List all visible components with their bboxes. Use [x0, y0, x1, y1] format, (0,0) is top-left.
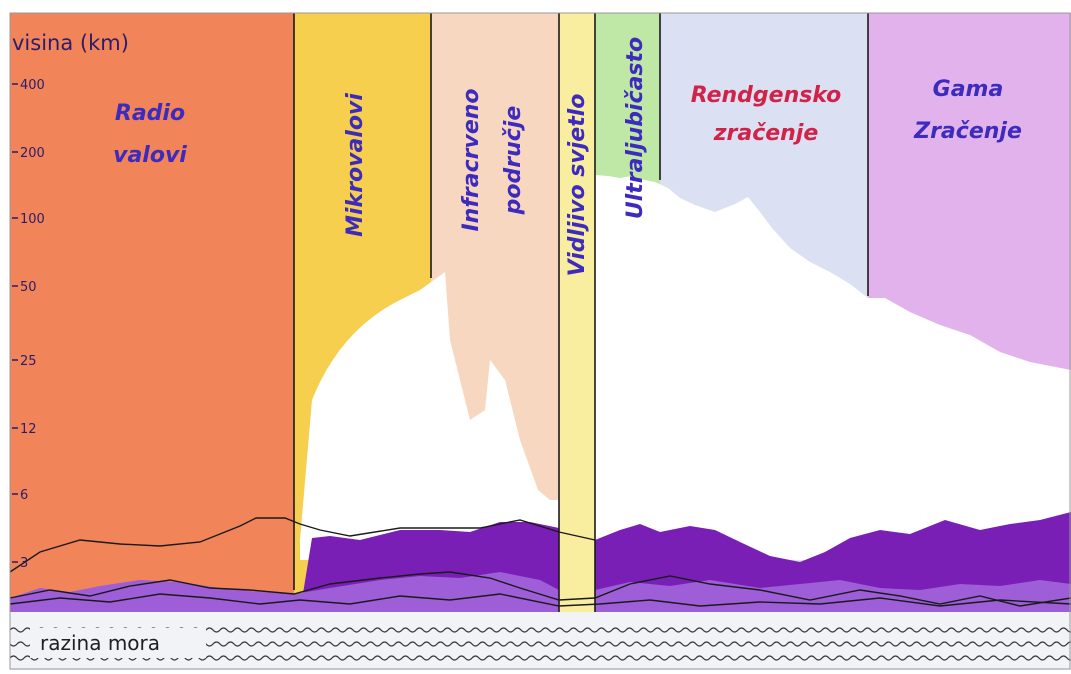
band-label-microwave: Mikrovalovi [343, 93, 368, 237]
contour-line-lower [9, 593, 1071, 607]
ground-layer-light [10, 572, 559, 612]
band-label-infrared: područje [501, 106, 526, 216]
band-label-infrared: Infracrveno [459, 88, 484, 231]
axis-tick-label: 25 [20, 354, 37, 369]
band-dividers [293, 13, 869, 630]
band-label-ultraviolet: Ultraljubičasto [623, 37, 648, 219]
axis-tick-label: 200 [20, 146, 45, 161]
contour-lines [9, 517, 1071, 607]
axis-tick-label: 400 [20, 78, 45, 93]
band-label-visible: Vidljivo svjetlo [565, 94, 590, 277]
contour-line-upper [9, 517, 596, 573]
sea-level-label: razina mora [40, 631, 160, 655]
band-label-gamma: Gama [933, 77, 1004, 102]
diagram-border [9, 12, 1071, 670]
band-visible [559, 13, 595, 633]
atmosphere-window [300, 272, 559, 560]
band-label-radio: valovi [113, 143, 187, 168]
band-radio [10, 13, 294, 613]
axis-ticks: 400 200 100 50 25 12 6 3 [12, 78, 45, 571]
band-label-radio: Radio [115, 101, 185, 126]
axis-tick-label: 3 [20, 556, 28, 571]
band-labels: Radio valovi Mikrovalovi Infracrveno područj… [113, 37, 1022, 277]
axis-tick-label: 50 [20, 280, 37, 295]
contour-line-middle [9, 571, 1071, 607]
axis-tick-label: 12 [20, 422, 37, 437]
band-label-gamma: Zračenje [913, 119, 1022, 144]
band-label-xray: zračenje [713, 121, 819, 146]
sea-wave-line [9, 655, 1071, 661]
axis-title: visina (km) [12, 31, 129, 55]
sea-label-backdrop [30, 628, 206, 658]
band-label-xray: Rendgensko [691, 83, 842, 108]
axis-tick-label: 6 [20, 488, 28, 503]
axis-tick-label: 100 [20, 212, 45, 227]
atmosphere-window-upper [595, 175, 1071, 560]
